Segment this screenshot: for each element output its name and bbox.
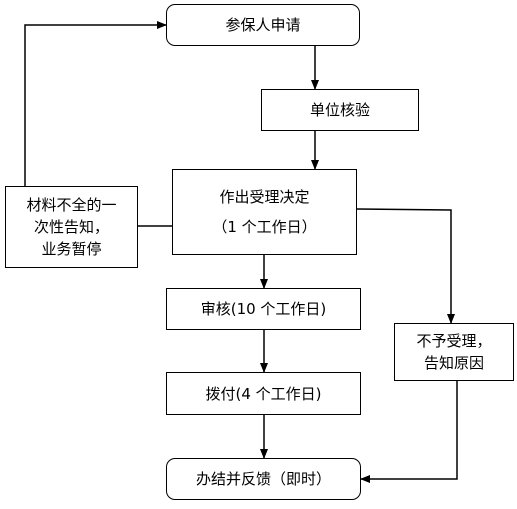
- node-apply-label: 参保人申请: [225, 16, 301, 34]
- node-reject-line2: 告知原因: [423, 354, 484, 372]
- node-decide: 作出受理决定 （1 个工作日）: [172, 169, 357, 255]
- node-notify-materials: 材料不全的一 次性告知， 业务暂停: [5, 186, 138, 268]
- node-notify-line3: 业务暂停: [41, 240, 102, 258]
- node-reject-line1: 不予受理，: [416, 332, 492, 350]
- node-apply: 参保人申请: [166, 4, 360, 46]
- edge-reject-to-finish: [360, 381, 458, 483]
- node-reject: 不予受理， 告知原因: [394, 323, 514, 381]
- node-pay-label: 拨付(4 个工作日): [205, 384, 322, 403]
- node-decide-line1: 作出受理决定: [219, 188, 310, 206]
- node-notify-line1: 材料不全的一: [26, 196, 117, 214]
- node-finish-label: 办结并反馈（即时）: [195, 470, 331, 488]
- edge-notify-to-apply: [24, 21, 167, 186]
- node-verify: 单位核验: [261, 89, 419, 131]
- node-notify-line2: 次性告知，: [33, 218, 109, 236]
- node-decide-line2: （1 个工作日）: [212, 218, 317, 236]
- node-pay: 拨付(4 个工作日): [166, 372, 361, 415]
- node-review-label: 审核(10 个工作日): [200, 300, 327, 318]
- node-finish: 办结并反馈（即时）: [166, 458, 361, 500]
- edge-decide-to-reject: [356, 208, 455, 324]
- node-verify-label: 单位核验: [309, 101, 370, 119]
- node-review: 审核(10 个工作日): [166, 288, 361, 330]
